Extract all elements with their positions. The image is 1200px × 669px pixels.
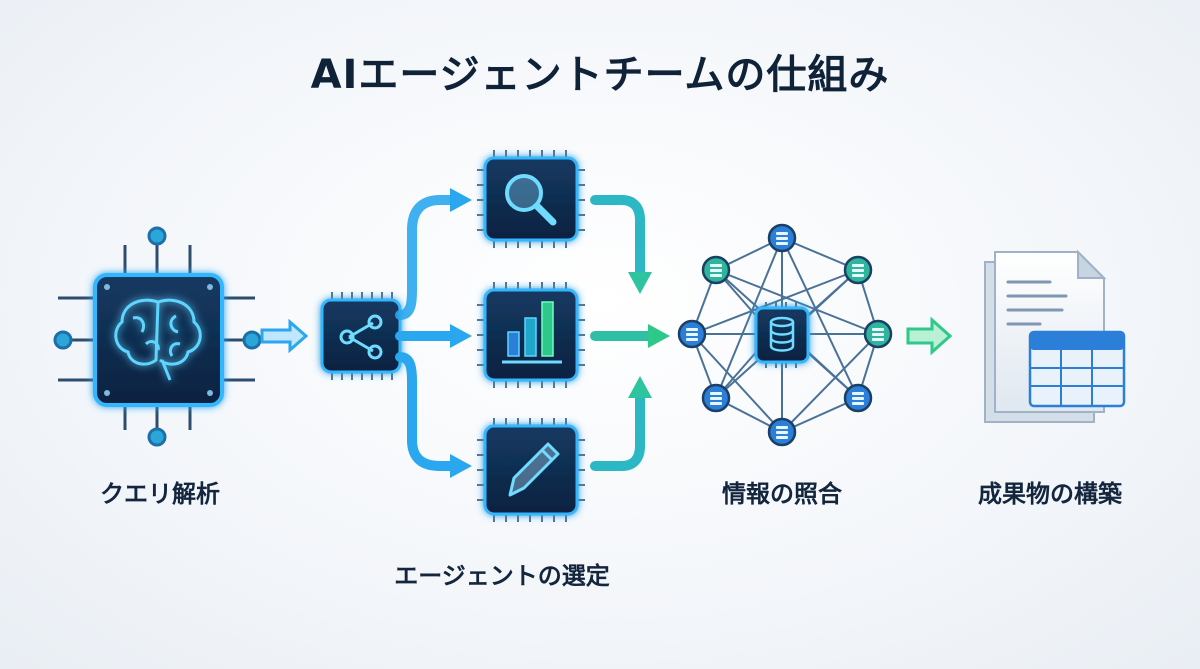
database-icon [769,316,795,352]
agent-chip-search [477,150,585,248]
arrow-matching-to-build [906,316,953,356]
selection-chip [320,292,402,380]
step-label-info-matching: 情報の照合 [722,480,842,508]
magnifier-icon [505,174,557,226]
branch-arrows [395,195,457,471]
share-icon [339,314,383,360]
agent-chip-chart [477,282,585,388]
pen-icon [508,442,560,497]
agent-chip-writing [477,418,585,522]
step-label-deliverable-build: 成果物の構築 [978,480,1122,508]
branch-arrowheads [450,188,472,478]
step-label-query-analysis: クエリ解析 [100,480,220,508]
brain-icon [114,298,202,381]
step-label-agent-selection: エージェントの選定 [394,562,610,590]
merge-arrows [590,195,655,471]
page-title: AIエージェントチームの仕組み [310,52,890,98]
query-analysis-chip [53,226,262,447]
table-icon [1028,330,1126,408]
arrow-query-to-selection [260,318,309,354]
info-network [677,223,893,447]
bar-chart-icon [502,301,562,364]
merge-arrowheads [628,272,670,398]
